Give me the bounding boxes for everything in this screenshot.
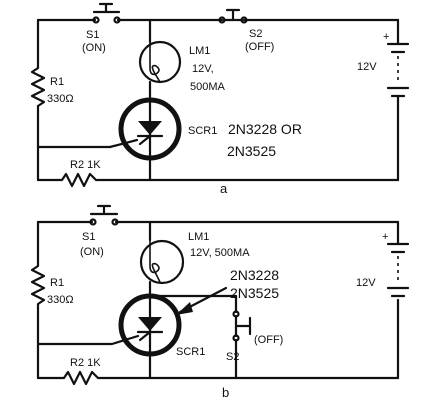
circuit-b-r2-label: R2 1K [70, 357, 101, 369]
circuit-a-r1-name: R1 [50, 76, 64, 88]
circuit-b-scr [118, 293, 182, 357]
circuit-b-s1-name: S1 [82, 231, 95, 243]
circuit-a-battery-label: 12V [357, 61, 377, 73]
circuit-a-battery-plus: + [383, 31, 389, 43]
circuit-b-s1-switch [89, 204, 119, 226]
circuit-a-lamp-rating-1: 12V, [192, 63, 214, 75]
circuit-b-r2-resistor [36, 370, 400, 386]
circuit-a-lamp [138, 40, 182, 84]
circuit-b-s2-switch [232, 310, 252, 342]
circuit-a-r1-value: 330Ω [47, 93, 74, 105]
circuit-a-r2-label: R2 1K [70, 159, 101, 171]
circuit-a-scr [118, 97, 182, 161]
circuit-b [30, 204, 410, 386]
circuit-a [30, 2, 410, 188]
circuit-a-lamp-rating-2: 500MA [190, 81, 226, 93]
circuit-a-r2-resistor [36, 172, 400, 188]
circuit-a-s1-name: S1 [86, 29, 99, 41]
circuit-b-battery-plus: + [382, 231, 388, 243]
circuit-b-battery-label: 12V [356, 277, 376, 289]
circuit-b-scr-part-1: 2N3228 [230, 267, 279, 283]
circuit-a-s2-switch [218, 8, 248, 24]
circuit-b-gate-wire [36, 334, 140, 346]
circuit-a-scr-part-2: 2N3525 [227, 143, 276, 159]
circuit-b-scr-part-2: 2N3525 [230, 285, 279, 301]
circuit-b-s2-name: S2 [226, 351, 239, 363]
circuit-b-lamp-rating: 12V, 500MA [190, 247, 250, 259]
circuit-b-arrow [176, 286, 228, 315]
circuit-b-lamp-name: LM1 [188, 231, 209, 243]
circuit-a-figure-label: a [220, 181, 228, 196]
circuit-a-s1-state: (ON) [82, 42, 106, 54]
circuit-a-r1-resistor [30, 18, 46, 182]
circuit-b-s1-state: (ON) [80, 246, 104, 258]
circuit-a-s2-state: (OFF) [245, 41, 274, 53]
circuit-a-gate-wire [36, 138, 139, 149]
circuit-a-s2-name: S2 [249, 28, 262, 40]
circuit-b-s2-state: (OFF) [254, 334, 283, 346]
circuit-b-lamp [139, 239, 185, 285]
circuit-b-r1-value: 330Ω [47, 294, 74, 306]
circuit-b-s2-wire [148, 294, 238, 380]
circuit-b-battery [386, 242, 410, 298]
circuit-b-figure-label: b [222, 385, 229, 400]
circuit-a-battery [386, 42, 410, 104]
circuit-b-r1-resistor [30, 220, 46, 380]
circuit-a-s1-switch [92, 2, 121, 24]
circuit-a-scr-part-1: 2N3228 OR [228, 121, 302, 137]
circuit-a-scr-name: SCR1 [188, 125, 217, 137]
circuit-a-lamp-name: LM1 [189, 45, 210, 57]
circuit-b-r1-name: R1 [50, 277, 64, 289]
circuit-b-scr-name: SCR1 [176, 346, 205, 358]
